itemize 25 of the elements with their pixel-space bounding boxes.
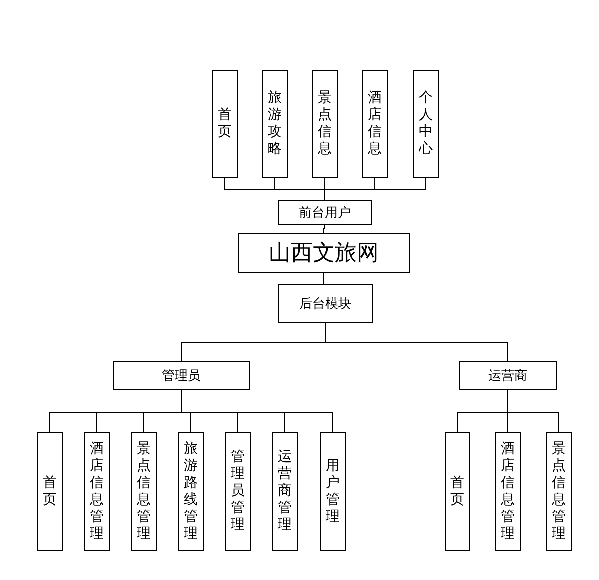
category-box: 管理员: [113, 361, 250, 390]
connector-line: [508, 390, 560, 432]
module-box: 景点信息: [312, 70, 338, 178]
module-box: 旅游路线管理: [178, 432, 204, 551]
category-box: 前台用户: [278, 200, 372, 225]
module-box: 酒店信息管理: [495, 432, 521, 551]
module-box: 首页: [37, 432, 63, 551]
module-box: 景点信息管理: [546, 432, 572, 551]
connector-line: [324, 178, 426, 200]
module-box: 个人中心: [413, 70, 439, 178]
module-box: 酒店信息管理: [84, 432, 110, 551]
category-box: 运营商: [459, 361, 557, 390]
module-box: 运营商管理: [272, 432, 298, 551]
connector-line: [181, 390, 334, 432]
module-box: 首页: [212, 70, 238, 178]
category-box: 后台模块: [278, 284, 373, 323]
connector-line: [325, 322, 508, 362]
connector-line: [324, 224, 326, 234]
system-title-box: 山西文旅网: [238, 233, 410, 273]
module-box: 首页: [445, 432, 470, 551]
module-box: 酒店信息: [362, 70, 388, 178]
module-box: 用户管理: [320, 432, 346, 551]
module-box: 景点信息管理: [131, 432, 157, 551]
module-box: 管理员管理: [225, 432, 251, 551]
module-box: 旅游攻略: [262, 70, 288, 178]
